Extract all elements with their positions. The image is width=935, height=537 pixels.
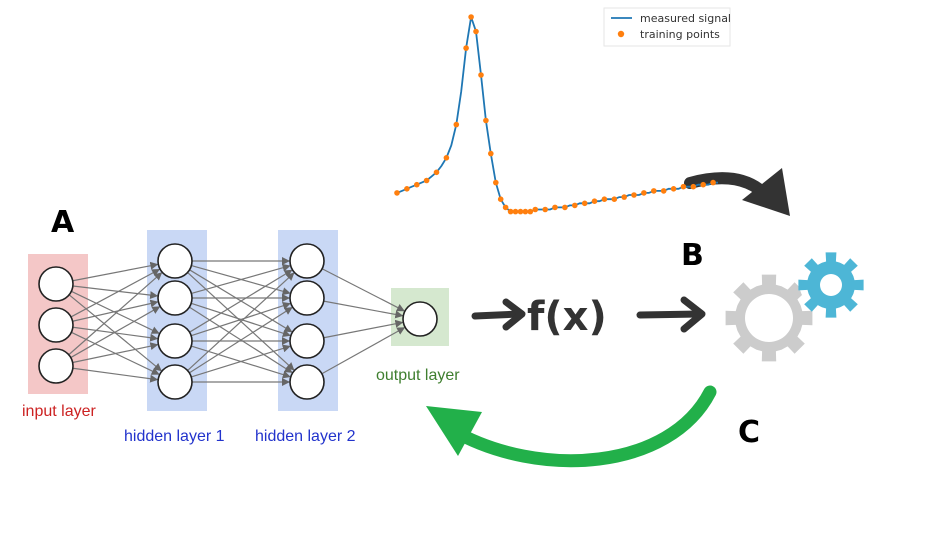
training-point <box>591 198 598 204</box>
input-node <box>38 266 74 302</box>
connection-line <box>189 269 293 333</box>
connection-line <box>189 307 293 374</box>
training-point <box>512 208 519 215</box>
training-point <box>651 188 657 194</box>
connection-line <box>72 261 159 282</box>
training-point <box>542 206 548 213</box>
training-point <box>463 45 469 51</box>
connection-line <box>190 301 291 337</box>
training-point <box>670 186 677 192</box>
hidden-1-node <box>157 323 193 359</box>
training-point <box>502 204 509 211</box>
training-point <box>527 208 534 215</box>
connection-line <box>70 268 161 318</box>
training-point <box>507 208 514 215</box>
training-point <box>517 208 524 215</box>
connection-line <box>187 272 295 371</box>
connection-line <box>191 263 291 294</box>
hidden-2-node <box>289 243 325 279</box>
network-nodes <box>38 243 438 400</box>
training-point <box>690 183 697 190</box>
connection-line <box>72 367 159 383</box>
connection-line <box>70 306 161 359</box>
hidden-layer-2-label: hidden layer 2 <box>255 428 356 445</box>
training-point <box>572 202 578 209</box>
connection-line <box>323 319 404 339</box>
training-point <box>641 190 647 196</box>
function-label: f(x) <box>527 294 607 340</box>
chart-legend: measured signal training points <box>603 7 731 47</box>
connection-line <box>72 299 159 322</box>
input-node <box>38 307 74 343</box>
label-b: B <box>681 238 704 273</box>
training-point <box>680 183 687 190</box>
legend-box <box>603 7 731 47</box>
gear-icon <box>725 274 813 362</box>
legend-line-label: measured signal <box>640 12 731 25</box>
training-point <box>493 179 499 186</box>
hidden-2-node <box>289 364 325 400</box>
training-points <box>394 14 716 215</box>
connection-line <box>68 272 163 356</box>
output-node <box>402 301 438 337</box>
connection-line <box>321 327 406 375</box>
training-point <box>473 28 479 35</box>
training-point <box>478 72 484 78</box>
training-point <box>601 196 608 202</box>
training-point <box>621 194 627 200</box>
training-point <box>522 208 529 215</box>
training-point <box>404 186 410 192</box>
input-node <box>38 348 74 384</box>
training-point <box>562 204 568 211</box>
training-point <box>497 196 504 202</box>
legend-point-swatch <box>617 30 625 38</box>
training-point <box>394 190 400 196</box>
label-a: A <box>51 205 75 240</box>
arrow-right-icon <box>636 296 706 333</box>
network-connections <box>68 257 406 386</box>
arrow-right-icon <box>471 298 526 331</box>
connection-line <box>71 290 160 334</box>
training-point <box>483 117 489 124</box>
curved-arrow-icon <box>684 168 790 216</box>
connection-line <box>321 268 405 312</box>
hidden-1-node <box>157 364 193 400</box>
connection-line <box>323 300 404 319</box>
training-point <box>660 188 667 194</box>
training-point <box>468 14 474 20</box>
hidden-1-node <box>157 243 193 279</box>
training-point <box>488 150 494 157</box>
label-c: C <box>738 415 760 450</box>
training-point <box>433 169 440 176</box>
training-point <box>710 179 716 186</box>
training-point <box>443 155 450 161</box>
hidden-layer-1-label: hidden layer 1 <box>124 428 225 445</box>
training-point <box>423 177 430 184</box>
training-point <box>532 206 539 213</box>
legend-points-label: training points <box>640 28 720 41</box>
training-point <box>700 181 706 188</box>
connection-line <box>72 342 159 364</box>
hidden-2-node <box>289 323 325 359</box>
training-point <box>453 121 460 128</box>
gear-icon <box>798 252 864 318</box>
training-point <box>414 181 420 188</box>
training-point <box>631 192 637 198</box>
signal-chart: measured signal training points <box>394 7 731 215</box>
training-point <box>552 204 558 211</box>
training-point <box>611 196 618 202</box>
training-point <box>581 200 588 207</box>
hidden-2-node <box>289 280 325 316</box>
connection-line <box>72 285 159 300</box>
output-layer-label: output layer <box>376 367 460 384</box>
curved-arrow-icon <box>426 385 717 468</box>
connection-line <box>191 344 291 378</box>
hidden-1-node <box>157 280 193 316</box>
input-layer-label: input layer <box>22 403 96 420</box>
